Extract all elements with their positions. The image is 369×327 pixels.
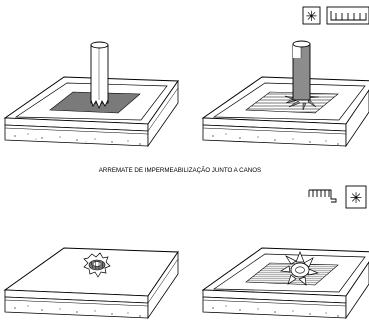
svg-text:✳: ✳ <box>350 190 363 207</box>
membrane-star-burst <box>279 251 320 286</box>
serrated-brush-icon <box>326 6 369 25</box>
concrete-texture <box>14 133 141 145</box>
membrane-patch <box>245 262 339 286</box>
pipe <box>292 40 311 101</box>
slab-step-1 <box>3 41 179 148</box>
slab-step-2 <box>201 40 369 148</box>
notched-trowel-icon <box>308 189 337 203</box>
slab-step-3 <box>3 247 179 320</box>
concrete-texture <box>212 305 339 317</box>
pipe <box>90 41 109 110</box>
concrete-texture <box>212 133 339 145</box>
asterisk-box-icon: ✳ <box>345 185 367 209</box>
asterisk-box-icon: ✳ <box>302 6 321 25</box>
sealing-collar <box>83 252 111 278</box>
concrete-texture <box>14 305 141 317</box>
diagram-caption: ARREMATE DE IMPERMEABILIZAÇÃO JUNTO A CA… <box>99 167 261 174</box>
slab-step-4 <box>201 247 369 320</box>
svg-text:✳: ✳ <box>306 8 318 24</box>
